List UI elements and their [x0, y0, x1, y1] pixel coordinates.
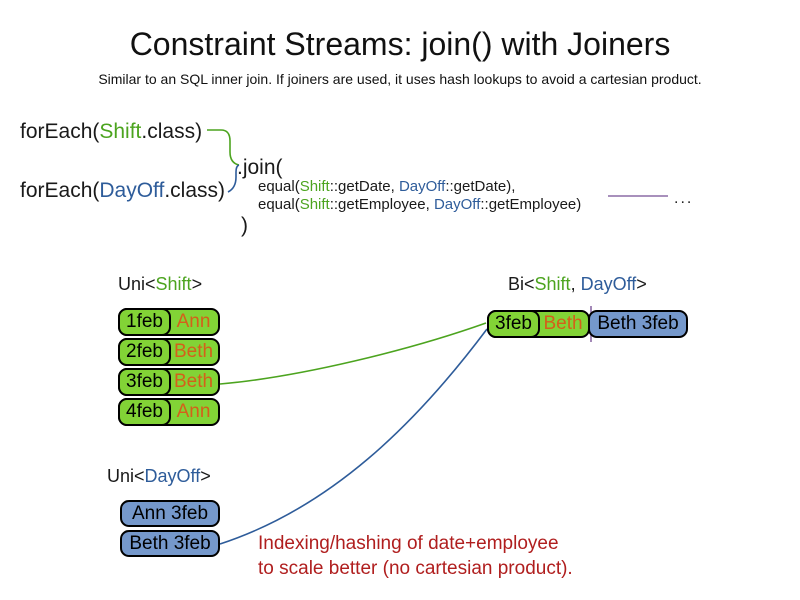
uni-shift-row-4: 4feb Ann: [118, 398, 220, 426]
code-foreach-dayoff: forEach(DayOff.class): [20, 179, 225, 203]
dayoff-class-token: DayOff: [99, 179, 165, 202]
code-equal-date: equal(Shift::getDate, DayOff::getDate),: [258, 178, 515, 195]
indexing-note: Indexing/hashing of date+employee to scal…: [258, 531, 573, 581]
note-line-2: to scale better (no cartesian product).: [258, 558, 573, 579]
shift-class-token: Shift: [299, 196, 330, 213]
shift-date-cell: 2feb: [118, 338, 171, 366]
shift-to-bi-curve: [219, 322, 487, 385]
shift-employee-cell: Ann: [176, 311, 211, 332]
label-text: >: [191, 274, 203, 294]
dayoff-class-token: DayOff: [433, 196, 481, 213]
code-text: ::getEmployee,: [329, 196, 434, 213]
shift-date-cell: 4feb: [118, 398, 171, 426]
label-text: Uni<: [107, 466, 145, 486]
code-foreach-shift: forEach(Shift.class): [20, 120, 202, 144]
page-subtitle: Similar to an SQL inner join. If joiners…: [98, 71, 702, 87]
uni-dayoff-row-2: Beth 3feb: [120, 530, 220, 557]
code-text: .class): [141, 120, 203, 143]
shift-class-token: Shift: [534, 274, 571, 294]
dayoff-to-bi-curve: [219, 328, 488, 545]
code-text: ::getDate),: [445, 178, 516, 195]
shift-date-cell: 1feb: [118, 308, 171, 336]
uni-shift-label: Uni<Shift>: [118, 274, 202, 294]
uni-dayoff-row-1: Ann 3feb: [120, 500, 220, 527]
code-text: equal(: [258, 196, 300, 213]
bi-row-dayoff-part: Beth 3feb: [588, 310, 688, 338]
shift-employee-cell: Ann: [176, 401, 211, 422]
code-text: forEach(: [20, 120, 100, 143]
note-line-1: Indexing/hashing of date+employee: [258, 533, 559, 554]
dayoff-class-token: DayOff: [580, 274, 637, 294]
code-join-open: .join(: [237, 156, 283, 179]
brace-shift-line: [207, 129, 240, 166]
label-text: Uni<: [118, 274, 156, 294]
dayoff-class-token: DayOff: [144, 466, 201, 486]
shift-date-cell: 3feb: [118, 368, 171, 396]
code-text: .class): [164, 179, 226, 202]
shift-date-cell: 3feb: [487, 310, 540, 338]
uni-shift-row-1: 1feb Ann: [118, 308, 220, 336]
bi-label: Bi<Shift, DayOff>: [508, 274, 647, 294]
code-equal-employee: equal(Shift::getEmployee, DayOff::getEmp…: [258, 196, 581, 213]
uni-shift-row-2: 2feb Beth: [118, 338, 220, 366]
label-text: >: [636, 274, 647, 294]
shift-class-token: Shift: [299, 178, 330, 195]
ellipsis: ...: [674, 190, 694, 207]
shift-employee-cell: Beth: [173, 341, 214, 362]
code-join-close: ): [241, 214, 248, 237]
shift-employee-cell: Beth: [543, 313, 583, 334]
uni-dayoff-label: Uni<DayOff>: [107, 466, 211, 486]
dayoff-class-token: DayOff: [398, 178, 446, 195]
shift-class-token: Shift: [99, 120, 142, 143]
code-text: ::getDate,: [329, 178, 399, 195]
label-text: >: [200, 466, 211, 486]
shift-class-token: Shift: [155, 274, 192, 294]
label-text: Bi<: [508, 274, 535, 294]
shift-employee-cell: Beth: [173, 371, 214, 392]
bi-row-shift-part: 3feb Beth: [487, 310, 590, 338]
code-text: equal(: [258, 178, 300, 195]
uni-shift-row-3: 3feb Beth: [118, 368, 220, 396]
code-text: ::getEmployee): [480, 196, 582, 213]
code-text: forEach(: [20, 179, 100, 202]
label-text: ,: [570, 274, 581, 294]
page-title: Constraint Streams: join() with Joiners: [129, 26, 671, 62]
